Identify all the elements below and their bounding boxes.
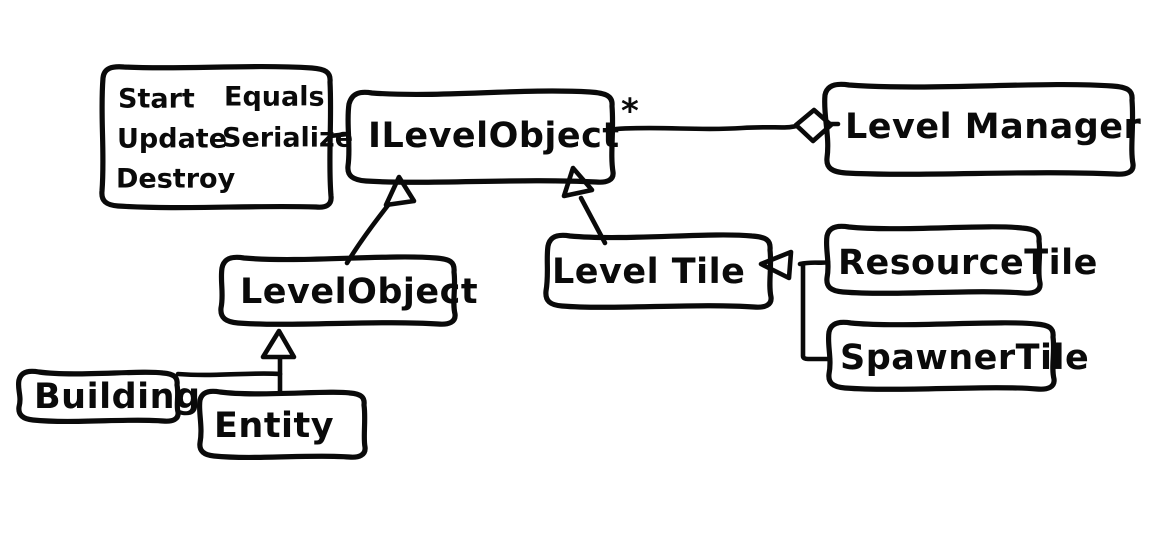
class-box-entity[interactable]: Entity (196, 388, 368, 461)
inheritance-triangle-icon (758, 249, 794, 281)
member-start: Start (118, 84, 195, 115)
class-box-levelmanager[interactable]: Level Manager (822, 81, 1142, 177)
multiplicity-star: * (621, 92, 639, 132)
class-name-leveltile: Level Tile (552, 252, 745, 292)
class-name-entity: Entity (214, 406, 334, 446)
class-name-spawnertile: SpawnerTile (840, 338, 1089, 378)
inheritance-levelobject-ilevelobject (344, 174, 417, 266)
class-box-building[interactable]: Building (15, 368, 201, 425)
inheritance-triangle-icon (383, 174, 417, 208)
inheritance-entity-levelobject (175, 328, 297, 396)
inheritance-tiles-leveltile (758, 249, 833, 362)
inheritance-triangle-icon (260, 328, 297, 360)
class-name-levelmanager: Level Manager (845, 107, 1142, 147)
class-box-levelobject[interactable]: LevelObject (218, 254, 478, 327)
members-box[interactable]: Start Equals Update Serialize Destroy (99, 63, 353, 211)
class-box-leveltile[interactable]: Level Tile (543, 232, 774, 310)
members-ilevelobject-link (327, 131, 351, 139)
member-equals: Equals (224, 82, 325, 113)
aggregation-levelmanager-ilevelobject (613, 107, 841, 144)
class-box-resourcetile[interactable]: ResourceTile (823, 223, 1098, 296)
class-name-building: Building (34, 377, 201, 417)
member-destroy: Destroy (116, 164, 236, 195)
member-update: Update (117, 124, 227, 155)
class-name-resourcetile: ResourceTile (838, 243, 1098, 283)
class-box-ilevelobject[interactable]: ILevelObject (345, 88, 620, 185)
class-box-spawnertile[interactable]: SpawnerTile (825, 319, 1090, 392)
class-name-levelobject: LevelObject (240, 272, 478, 312)
class-name-ilevelobject: ILevelObject (368, 116, 620, 156)
member-serialize: Serialize (222, 123, 353, 154)
